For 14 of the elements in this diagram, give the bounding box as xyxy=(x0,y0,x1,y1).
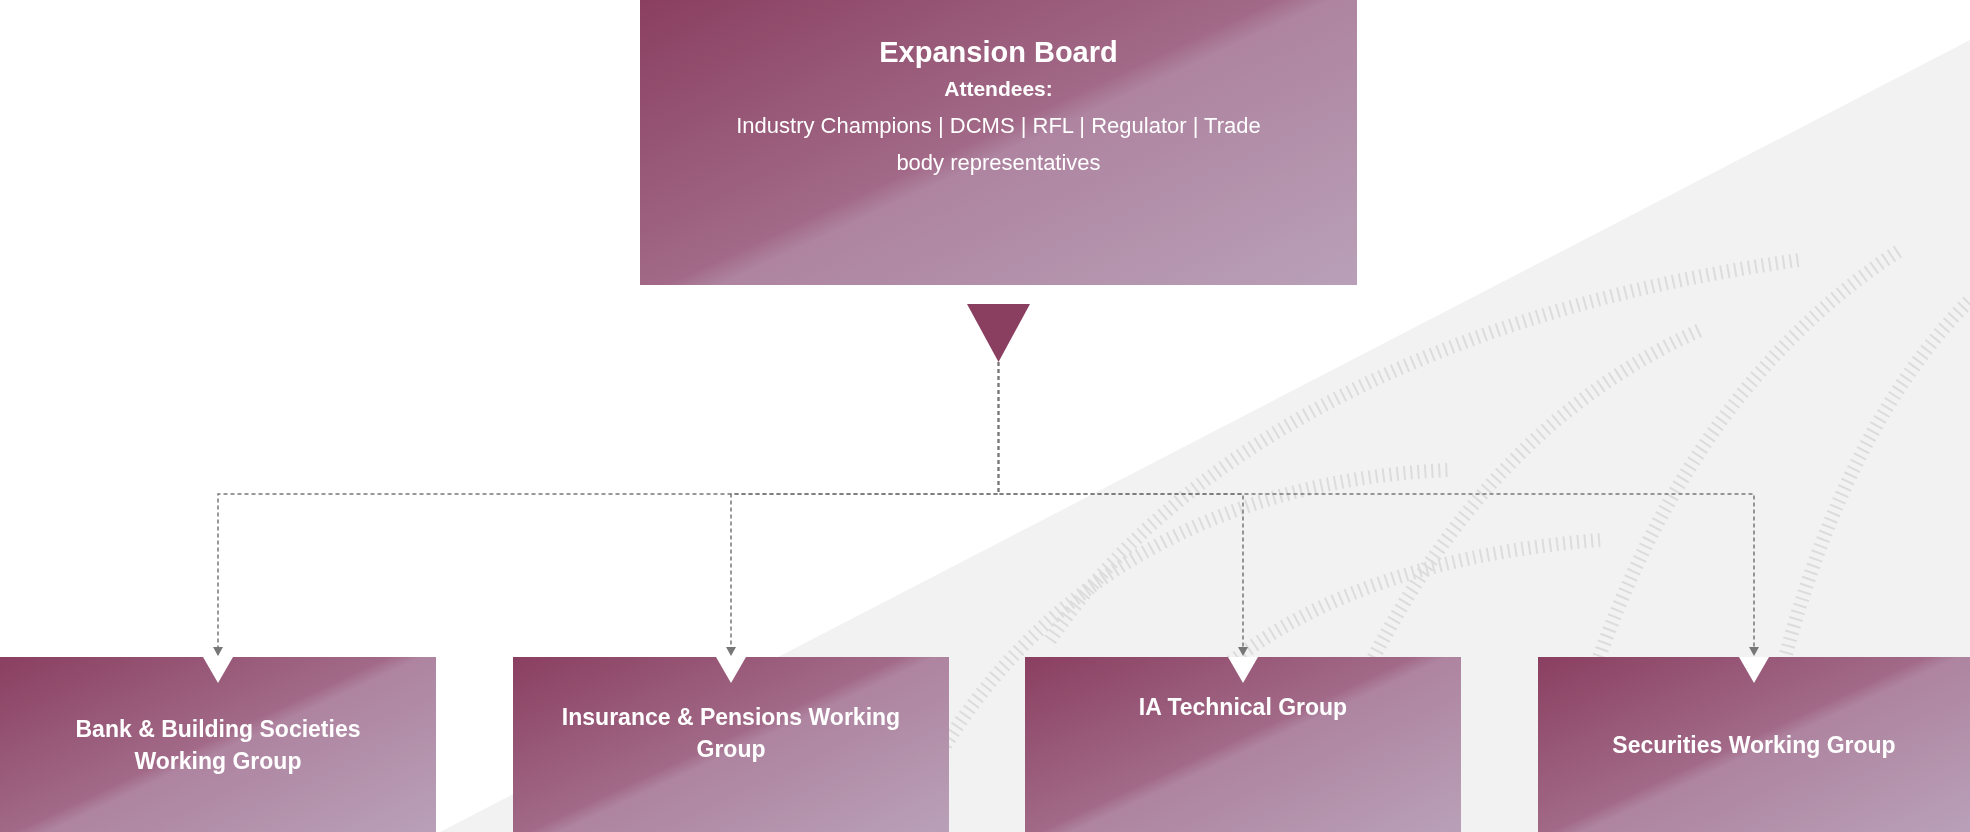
working-group-box xyxy=(1025,657,1461,832)
board-title: Expansion Board xyxy=(879,36,1118,69)
dashed-arrow xyxy=(997,361,1759,656)
board-box xyxy=(640,0,1357,285)
attendees-list: Industry Champions | DCMS | RFL | Regulator | Trade body representatives xyxy=(728,107,1269,181)
group-name: Insurance & Pensions Working Group xyxy=(560,702,902,764)
group-name: Securities Working Group xyxy=(1612,730,1896,760)
working-group-box xyxy=(0,657,436,832)
attendees-heading: Attendees: xyxy=(944,77,1053,101)
working-group-box xyxy=(513,657,949,832)
down-triangle xyxy=(967,304,1030,362)
working-group-box xyxy=(1538,657,1970,832)
group-name: Bank & Building Societies Working Group xyxy=(74,714,362,776)
group-name: IA Technical Group xyxy=(1138,692,1348,722)
